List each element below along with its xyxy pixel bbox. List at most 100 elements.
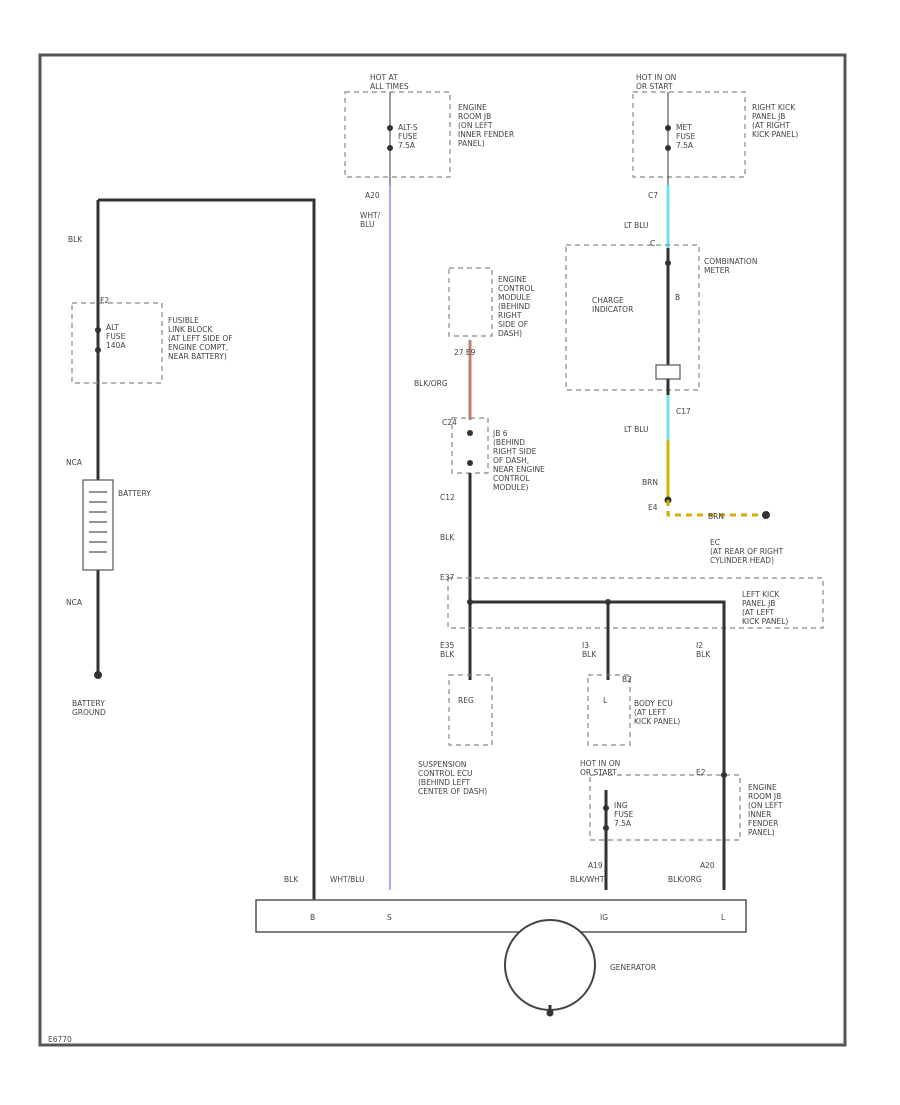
nca-2-label: NCA xyxy=(66,598,83,607)
label-line: LINK BLOCK xyxy=(168,325,213,334)
label-line: (BEHIND xyxy=(493,438,525,447)
label-line: (BEHIND LEFT xyxy=(418,778,471,787)
label-line: ALT xyxy=(106,323,119,332)
label-line: E35 xyxy=(440,641,455,650)
label-line: 7.5A xyxy=(676,141,694,150)
label-line: ENGINE xyxy=(498,275,527,284)
label-line: RIGHT KICK xyxy=(752,103,796,112)
label-line: RIGHT xyxy=(498,311,522,320)
label-line: BLU xyxy=(360,220,374,229)
gen-b-label: B xyxy=(310,913,315,922)
alt-s-fuse-dot xyxy=(387,125,393,131)
label-line: CONTROL xyxy=(498,284,535,293)
label-line: NEAR ENGINE xyxy=(493,465,545,474)
blk-1-label: BLK xyxy=(440,533,455,542)
label-line: FUSE xyxy=(106,332,126,341)
engine-room-jb-1-box xyxy=(344,91,451,178)
gen-ig-label: IG xyxy=(600,913,608,922)
label-line: CONTROL ECU xyxy=(418,769,472,778)
lt-blu-2-label: LT BLU xyxy=(624,425,649,434)
label-line: PANEL) xyxy=(458,139,485,148)
nca-1-label: NCA xyxy=(66,458,83,467)
label-line: JB 6 xyxy=(492,429,508,438)
battery-label: BATTERY xyxy=(118,489,151,498)
blk-org-label: BLK/ORG xyxy=(414,379,448,388)
battery-cells xyxy=(89,491,107,553)
b-conn-label: B xyxy=(675,293,680,302)
label-line: KICK PANEL) xyxy=(752,130,798,139)
label-line: DASH) xyxy=(498,329,522,338)
a19-label: A19 xyxy=(588,861,603,870)
label-line: OR START xyxy=(580,768,617,777)
right-kick-panel-jb-box xyxy=(632,91,746,178)
label-line: WHT/ xyxy=(360,211,381,220)
label-line: INNER FENDER xyxy=(458,130,514,139)
wht-blu-bottom-label: WHT/BLU xyxy=(330,875,365,884)
diagram-frame xyxy=(38,53,847,1047)
label-line: SIDE OF xyxy=(498,320,528,329)
label-line: (BEHIND xyxy=(498,302,530,311)
label-line: HOT IN ON xyxy=(580,759,620,768)
e2-dot xyxy=(721,772,727,778)
alt-fuse-dot xyxy=(95,347,101,353)
generator-label: GENERATOR xyxy=(610,963,656,972)
suspension-control-ecu-box xyxy=(448,674,493,746)
label-line: NEAR BATTERY) xyxy=(168,352,227,361)
fusible-link-block-box xyxy=(71,302,163,384)
battery-ground-dot xyxy=(94,671,102,679)
body-ecu-box xyxy=(587,674,631,746)
blk-bottom-label: BLK xyxy=(284,875,299,884)
body-ecu-pin-label: L xyxy=(603,696,608,705)
label-line: KICK PANEL) xyxy=(742,617,788,626)
engine-control-module-box xyxy=(448,267,493,337)
e2-label: E2 xyxy=(696,768,706,777)
a20-label: A20 xyxy=(365,191,380,200)
label-line: BATTERY xyxy=(72,699,105,708)
combination-meter-box xyxy=(565,244,700,391)
ing-fuse-dot xyxy=(603,805,609,811)
label-line: CHARGE xyxy=(592,296,624,305)
blk-top-label: BLK xyxy=(68,235,83,244)
label-line: INDICATOR xyxy=(592,305,633,314)
engine-room-jb-2-box xyxy=(589,774,741,841)
label-line: ALL TIMES xyxy=(370,82,409,91)
jb-6-dot xyxy=(467,460,473,466)
kick-panel-junction-dot xyxy=(605,599,611,605)
label-line: ENGINE COMPT, xyxy=(168,343,228,352)
label-line: FENDER xyxy=(748,819,778,828)
label-line: KICK PANEL) xyxy=(634,717,680,726)
e4-label: E4 xyxy=(648,503,658,512)
label-line: (ON LEFT xyxy=(748,801,783,810)
e9-label: 27 E9 xyxy=(454,348,476,357)
ing-fuse-dot xyxy=(603,825,609,831)
label-line: BLK xyxy=(696,650,711,659)
c12-label: C12 xyxy=(440,493,455,502)
ig-bus-wire xyxy=(470,600,726,650)
gen-l-label: L xyxy=(721,913,726,922)
jb-conn-label: C24 xyxy=(442,418,457,427)
label-line: METER xyxy=(704,266,730,275)
label-line: BODY ECU xyxy=(634,699,673,708)
label-line: (AT LEFT SIDE OF xyxy=(168,334,233,343)
c-conn-label: C xyxy=(650,239,655,248)
label-line: RIGHT SIDE xyxy=(493,447,537,456)
alt-fuse-dot xyxy=(95,327,101,333)
c17-label: C17 xyxy=(676,407,691,416)
label-line: I2 xyxy=(696,641,703,650)
label-line: SUSPENSION xyxy=(418,760,466,769)
